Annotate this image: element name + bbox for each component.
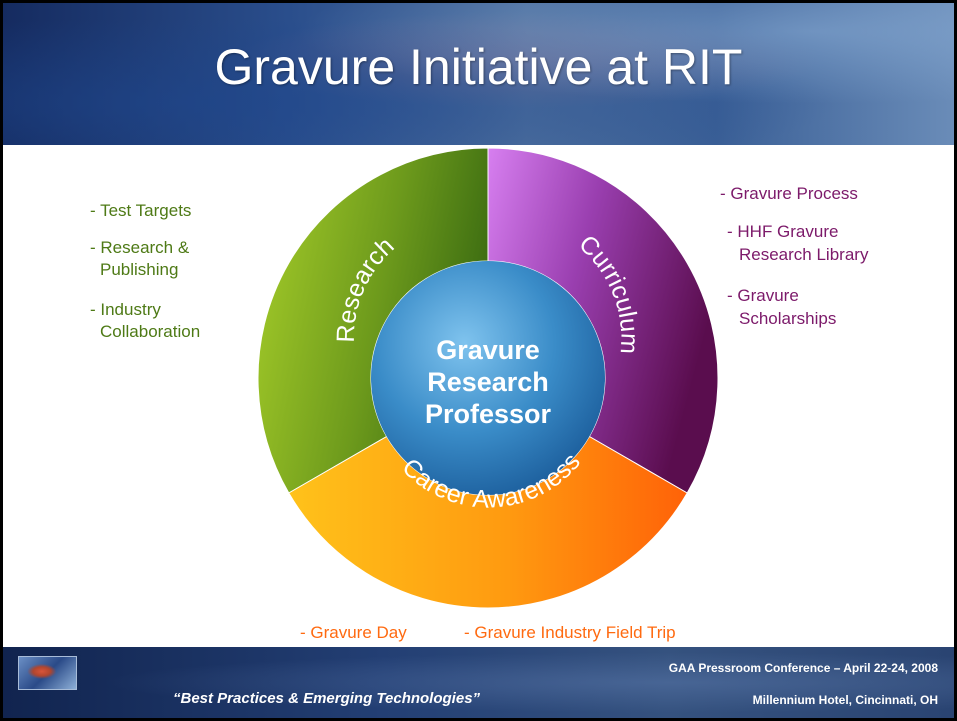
footer-venue: Millennium Hotel, Cincinnati, OH — [752, 693, 938, 707]
research-note-test-targets: - Test Targets — [90, 201, 192, 220]
center-circle — [371, 261, 605, 495]
curriculum-note-gravure-process: - Gravure Process — [720, 184, 858, 203]
center-label-line-3: Professor — [425, 399, 552, 429]
conference-logo — [18, 656, 77, 690]
career-note-field-trip: - Gravure Industry Field Trip — [464, 623, 676, 642]
center-label-line-2: Research — [427, 367, 549, 397]
research-note-collaboration: Collaboration — [100, 322, 201, 341]
slide: Gravure Initiative at RIT - Test Targets… — [3, 3, 954, 718]
footer-banner: “Best Practices & Emerging Technologies”… — [3, 647, 954, 718]
curriculum-note-scholarships: Scholarships — [739, 309, 837, 328]
footer-tagline: “Best Practices & Emerging Technologies” — [173, 690, 481, 707]
center-label-line-1: Gravure — [436, 335, 540, 365]
research-note-research-publishing: - Research & — [90, 238, 190, 257]
research-note-publishing: Publishing — [100, 260, 179, 279]
curriculum-note-gravure: - Gravure — [727, 286, 799, 305]
footer-conference: GAA Pressroom Conference – April 22-24, … — [668, 661, 938, 675]
ring-diagram: Research Curriculum Career Awareness Gra… — [257, 147, 719, 609]
header-banner: Gravure Initiative at RIT — [3, 3, 954, 145]
career-note-gravure-day: - Gravure Day — [300, 623, 407, 642]
curriculum-note-hhf-gravure: - HHF Gravure — [727, 222, 839, 241]
research-note-industry: - Industry — [90, 300, 161, 319]
slide-title: Gravure Initiative at RIT — [214, 39, 743, 95]
curriculum-note-research-library: Research Library — [739, 245, 869, 264]
